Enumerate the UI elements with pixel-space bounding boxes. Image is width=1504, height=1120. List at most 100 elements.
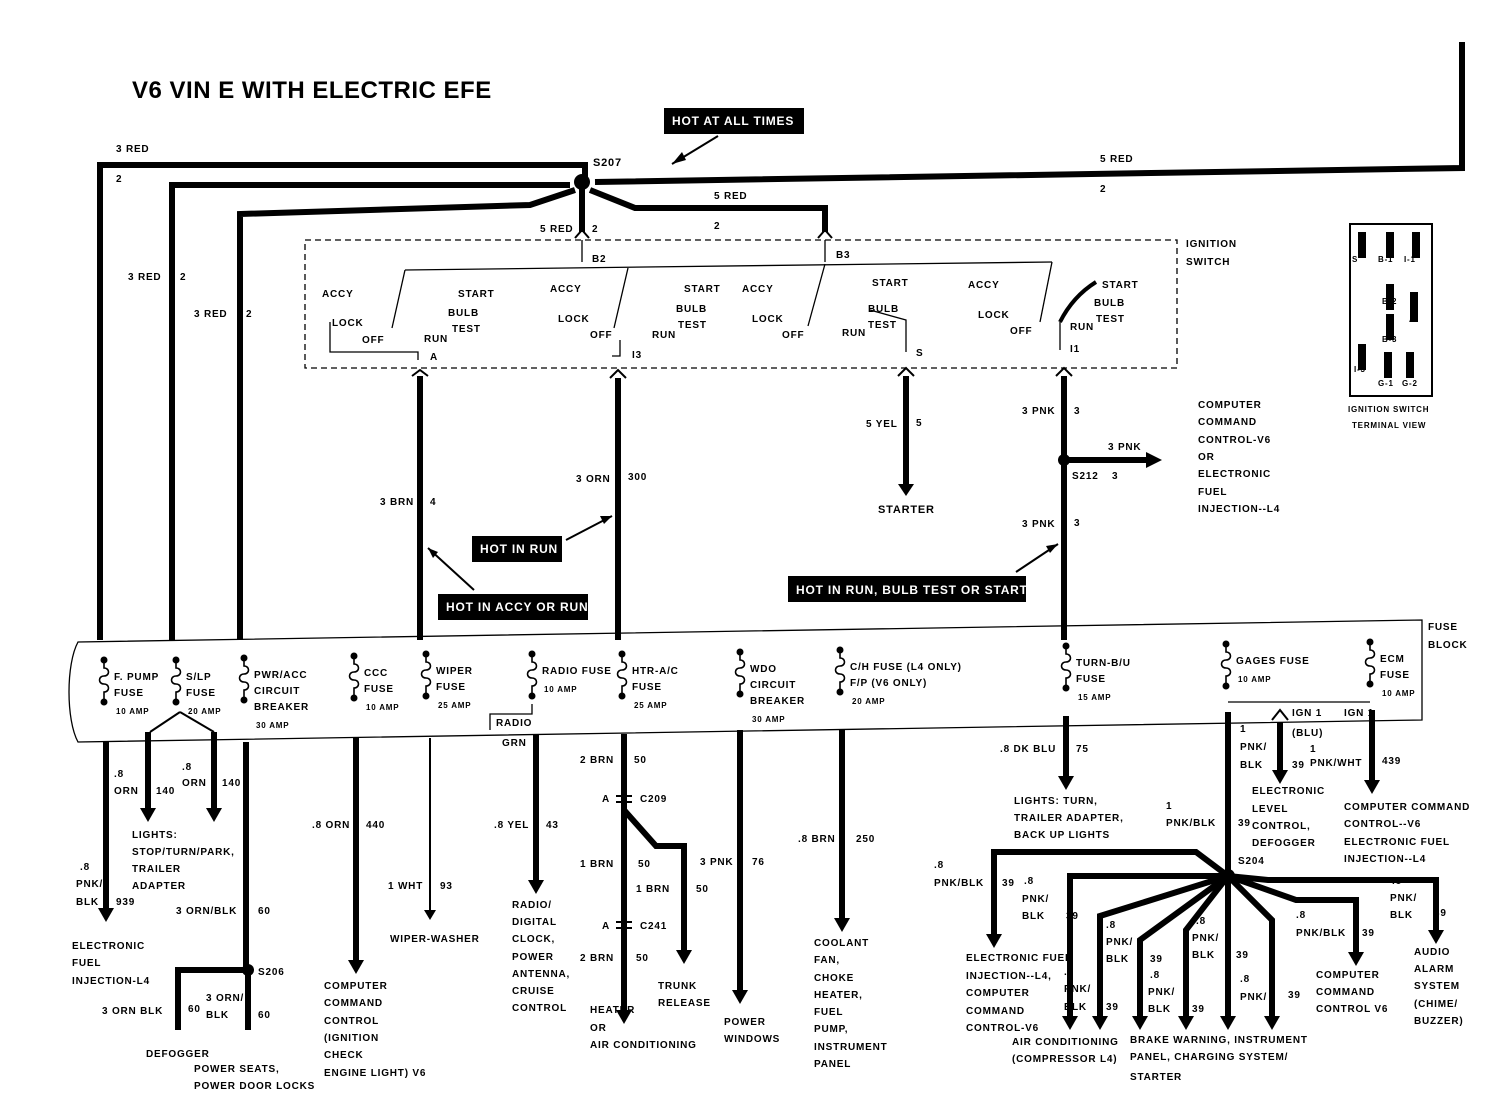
svg-text:CHOKE: CHOKE (814, 973, 854, 984)
svg-text:BUZZER): BUZZER) (1414, 1016, 1463, 1027)
svg-text:BULB: BULB (1094, 298, 1125, 309)
label-3orn: 3 ORN (576, 474, 611, 485)
svg-text:INSTRUMENT: INSTRUMENT (814, 1042, 888, 1053)
fuse-terminal (736, 690, 744, 698)
svg-text:50: 50 (638, 859, 651, 870)
svg-text:ACCY: ACCY (322, 289, 354, 300)
ignition-title-1: IGNITION (1186, 239, 1237, 250)
svg-text:.8: .8 (114, 769, 124, 780)
svg-text:.8: .8 (1024, 876, 1034, 887)
svg-text:BULB: BULB (868, 304, 899, 315)
arrowhead (616, 1010, 632, 1024)
fuse-name: CIRCUIT (750, 680, 796, 691)
fuse-name: GAGES FUSE (1236, 656, 1310, 667)
svg-text:ADAPTER: ADAPTER (132, 881, 186, 892)
svg-text:BLK: BLK (1022, 911, 1045, 922)
label-5red-top: 5 RED (1100, 154, 1133, 165)
svg-text:PNK/: PNK/ (1106, 937, 1133, 948)
label-3-b: 3 (1112, 471, 1118, 482)
svg-text:.8: .8 (80, 862, 90, 873)
fuse-name: BREAKER (254, 702, 309, 713)
svg-text:COMPUTER COMMAND: COMPUTER COMMAND (1344, 802, 1470, 813)
svg-text:39: 39 (1292, 760, 1305, 771)
arrowhead (140, 808, 156, 822)
svg-text:B-3: B-3 (1382, 335, 1397, 344)
wire-3red-pwr (237, 187, 576, 640)
svg-text:FUEL: FUEL (1198, 487, 1227, 498)
svg-text:TRAILER: TRAILER (132, 864, 181, 875)
svg-text:PNK/: PNK/ (76, 879, 103, 890)
ign-section-4: ACCY LOCK OFF START BULB TEST RUN I1 (968, 261, 1138, 355)
svg-text:250: 250 (856, 834, 875, 845)
label-3pnk-a: 3 PNK (1022, 406, 1055, 417)
svg-text:COMMAND: COMMAND (966, 1006, 1025, 1017)
callout-hot-all-times: HOT AT ALL TIMES (672, 114, 794, 128)
fuse-name: FUSE (186, 688, 216, 699)
fuse-symbol (1060, 646, 1072, 688)
ign-b2: B2 (592, 254, 606, 265)
svg-text:BRAKE WARNING, INSTRUMENT: BRAKE WARNING, INSTRUMENT (1130, 1035, 1308, 1046)
wire-s206-left (175, 967, 248, 1030)
svg-text:.8: .8 (1150, 970, 1160, 981)
fuse-amp: 10 AMP (116, 707, 149, 716)
fuse-name: FUSE (1380, 670, 1410, 681)
label-5red-left: 5 RED (540, 224, 573, 235)
svg-text:START: START (684, 284, 721, 295)
svg-text:ALARM: ALARM (1414, 964, 1454, 975)
fuse-name: FUSE (364, 684, 394, 695)
svg-text:I3: I3 (632, 350, 642, 361)
svg-text:STOP/TURN/PARK,: STOP/TURN/PARK, (132, 847, 235, 858)
svg-text:ACCY: ACCY (742, 284, 774, 295)
svg-text:POWER: POWER (724, 1017, 766, 1028)
label-5: 5 (916, 418, 922, 429)
connector-b2 (574, 228, 590, 239)
svg-text:.8 DK BLU: .8 DK BLU (1000, 744, 1056, 755)
svg-text:TEST: TEST (678, 320, 707, 331)
arrowhead (672, 152, 686, 164)
fuse-amp: 20 AMP (188, 707, 221, 716)
svg-text:COMPUTER: COMPUTER (1198, 400, 1262, 411)
svg-text:AUDIO: AUDIO (1414, 947, 1450, 958)
label-2-left: 2 (592, 224, 598, 235)
fuse-amp: 10 AMP (1382, 689, 1415, 698)
svg-text:CONTROL-V6: CONTROL-V6 (1198, 435, 1271, 446)
fuse-terminal (172, 656, 180, 664)
svg-text:WIPER-WASHER: WIPER-WASHER (390, 934, 480, 945)
svg-text:TRAILER ADAPTER,: TRAILER ADAPTER, (1014, 813, 1124, 824)
svg-text:COOLANT: COOLANT (814, 938, 869, 949)
svg-text:B-2: B-2 (1382, 297, 1397, 306)
svg-text:RUN: RUN (1070, 322, 1094, 333)
svg-text:CONTROL-V6: CONTROL-V6 (966, 1023, 1039, 1034)
callout-hot-accy: HOT IN ACCY OR RUN (446, 600, 588, 614)
svg-text:LIGHTS: TURN,: LIGHTS: TURN, (1014, 796, 1098, 807)
svg-text:.8: .8 (182, 762, 192, 773)
fuse-terminal (240, 696, 248, 704)
arrowhead (676, 950, 692, 964)
arrow-starter (898, 484, 914, 496)
svg-text:PANEL, CHARGING SYSTEM/: PANEL, CHARGING SYSTEM/ (1130, 1052, 1288, 1063)
fuse-terminal (1062, 684, 1070, 692)
svg-text:G-2: G-2 (1402, 379, 1418, 388)
ign-b3: B3 (836, 250, 850, 261)
label-3-a: 3 (1074, 406, 1080, 417)
fuse-symbol (420, 654, 432, 696)
svg-text:BLK: BLK (1240, 760, 1263, 771)
fuse-terminal (1366, 638, 1374, 646)
svg-text:S: S (916, 348, 923, 359)
fuse-terminal (618, 650, 626, 658)
svg-text:C241: C241 (640, 921, 667, 932)
svg-text:75: 75 (1076, 744, 1089, 755)
label-3-c: 3 (1074, 518, 1080, 529)
svg-text:TRUNK: TRUNK (658, 981, 697, 992)
connector-c209 (616, 795, 632, 803)
fuse-amp: 10 AMP (544, 685, 577, 694)
svg-text:GRN: GRN (502, 738, 527, 749)
label-3red-c: 3 RED (194, 309, 227, 320)
svg-text:PNK/: PNK/ (1240, 742, 1267, 753)
fuse-radio-sub: RADIO (496, 718, 532, 729)
svg-text:3 ORN/: 3 ORN/ (206, 993, 244, 1004)
svg-text:ELECTRONIC: ELECTRONIC (1252, 786, 1325, 797)
fuse-amp: 25 AMP (438, 701, 471, 710)
fuse-symbol (238, 658, 250, 700)
